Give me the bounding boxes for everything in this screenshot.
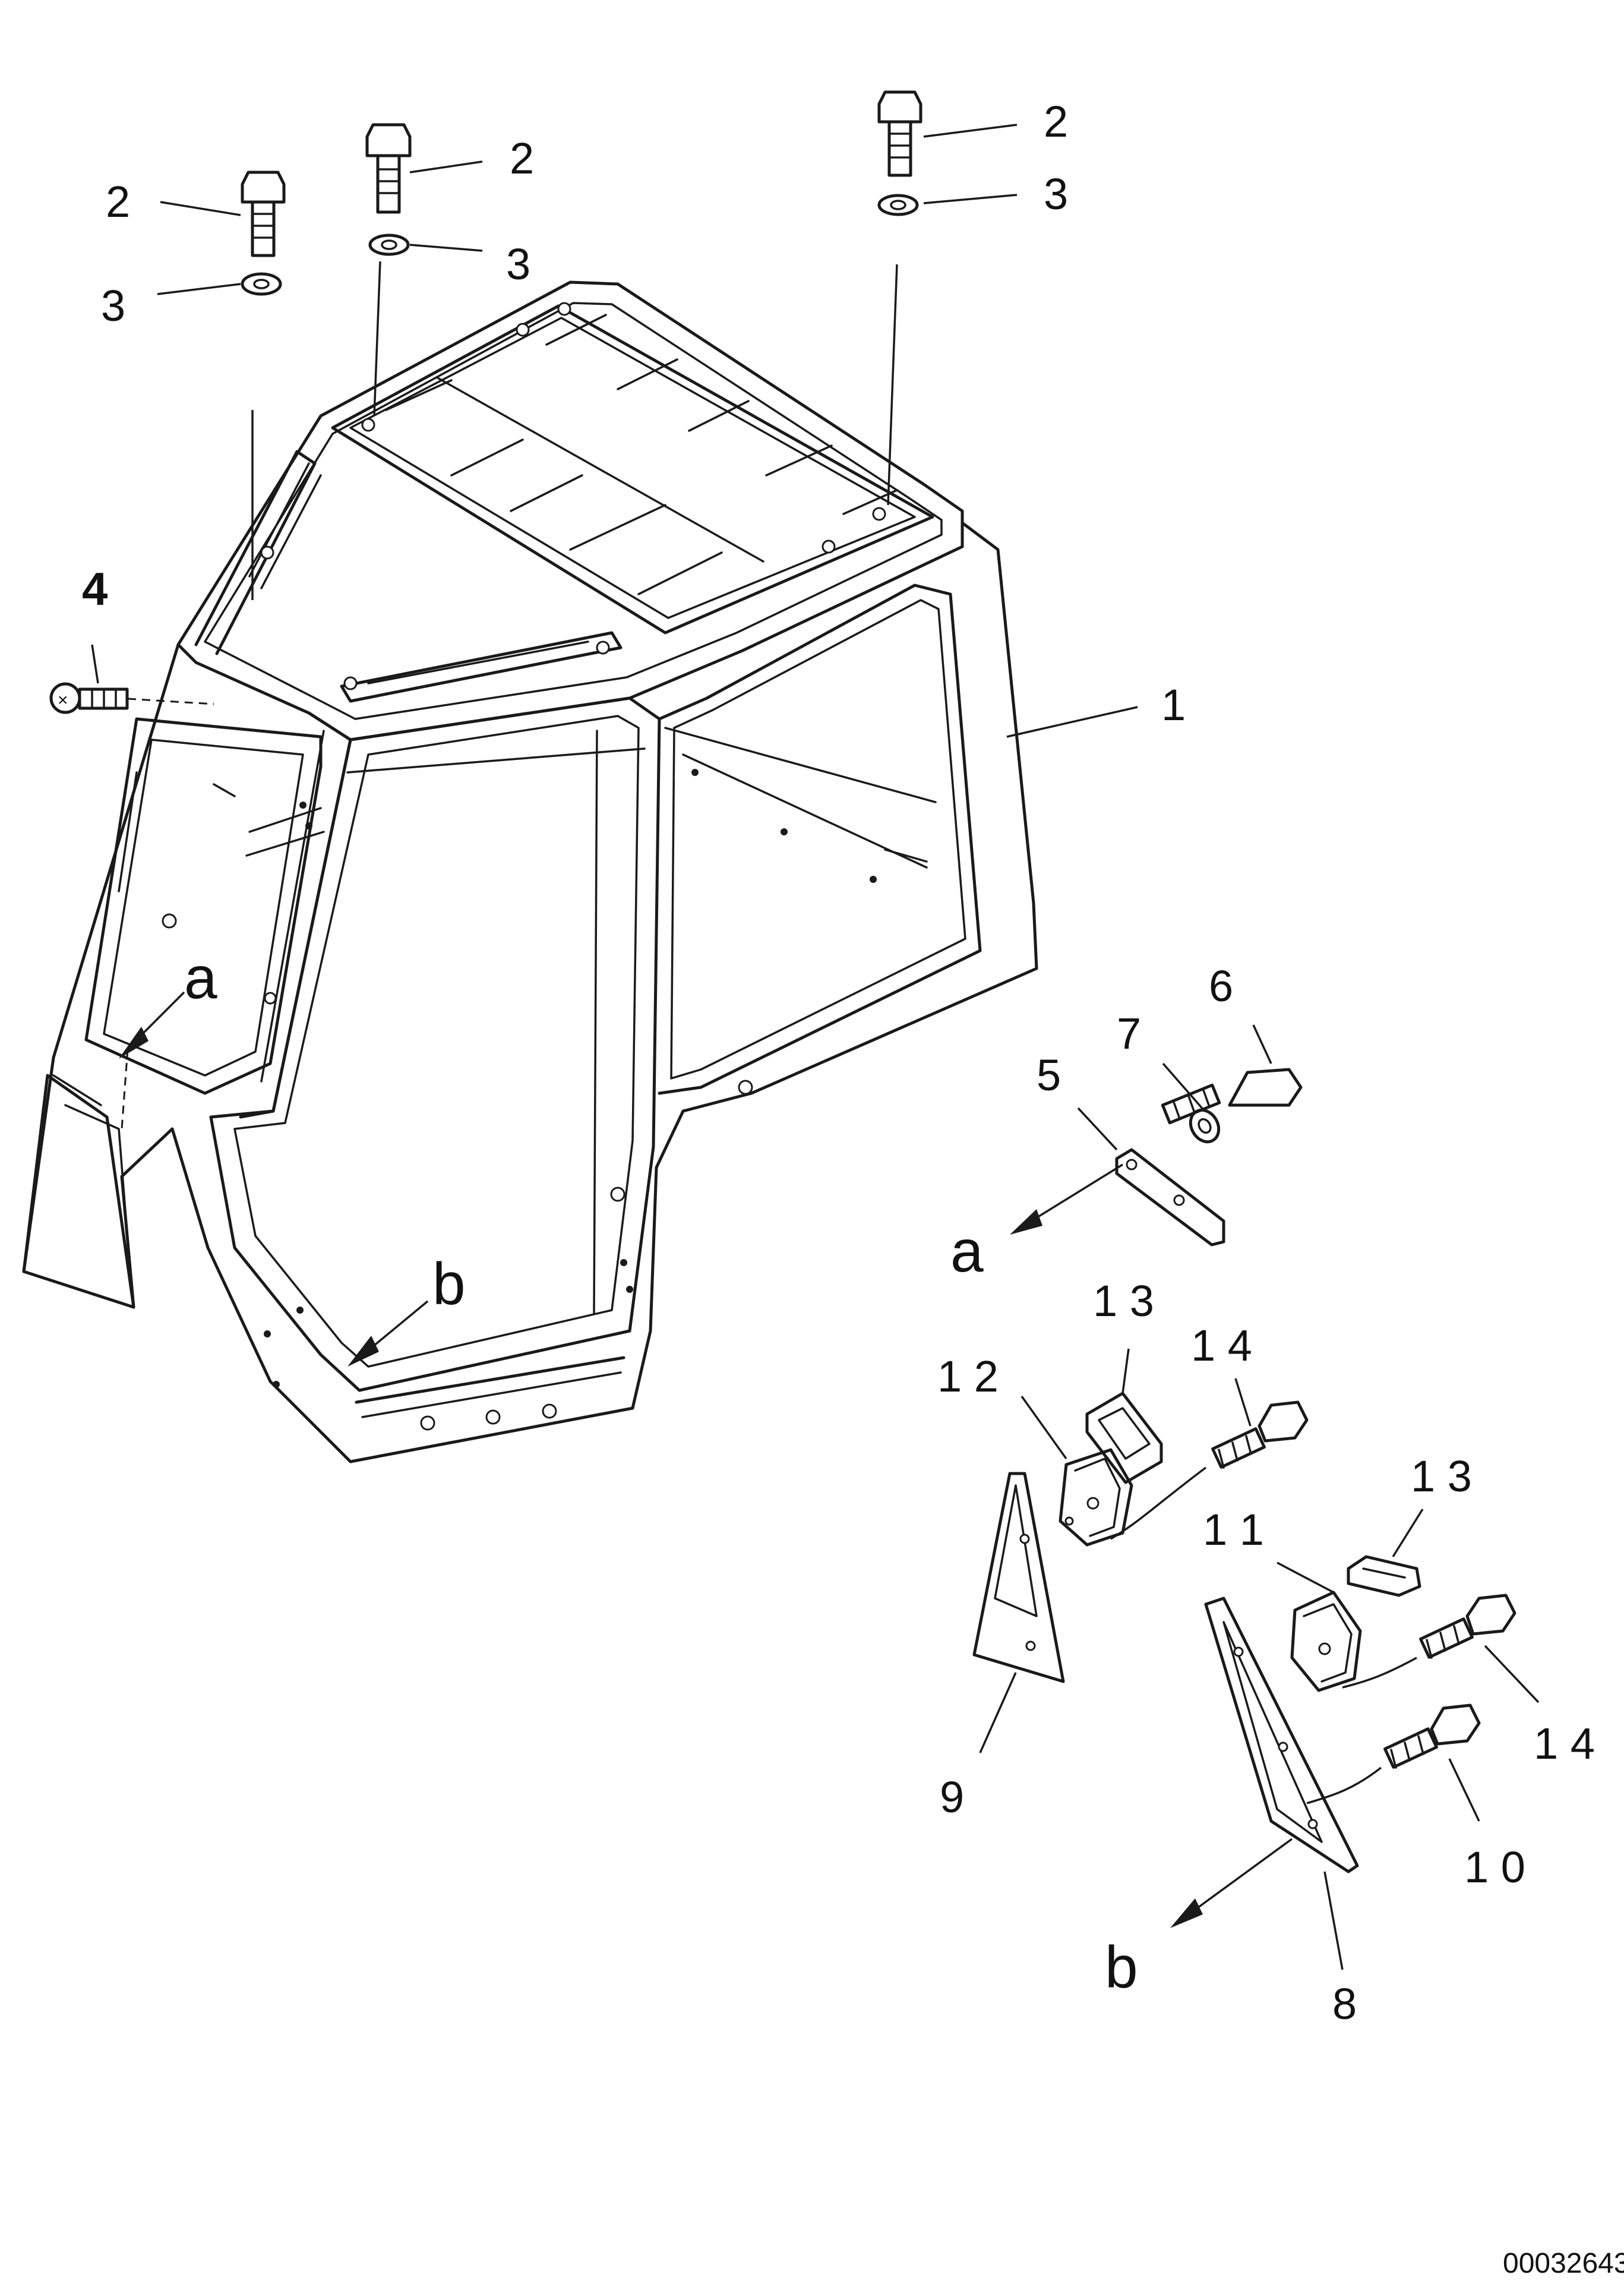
bolt-axis-line-middle xyxy=(373,261,381,417)
washer-3-right xyxy=(877,194,919,216)
bolt-14-lower-axis xyxy=(1342,1657,1417,1689)
view-label-b-frame: b xyxy=(432,1251,466,1317)
callout-10: 1 0 xyxy=(1464,1843,1525,1892)
callout-1: 1 xyxy=(1161,680,1186,730)
view-arrow-a-frame xyxy=(119,991,185,1130)
callout-3-left: 3 xyxy=(101,281,125,330)
view-arrow-b-frame xyxy=(347,1300,429,1367)
view-arrow-b-detail xyxy=(1170,1838,1293,1928)
cab-frame xyxy=(22,280,1038,1463)
callout-14-lower: 1 4 xyxy=(1534,1719,1595,1768)
washer-3-left xyxy=(241,272,282,296)
view-label-b-detail: b xyxy=(1105,1934,1138,2001)
bolt-2-middle xyxy=(365,123,412,214)
plate-5 xyxy=(1115,1148,1225,1247)
view-arrow-a-detail xyxy=(1010,1163,1123,1235)
bolt-6 xyxy=(1161,1068,1303,1125)
bolt-4: × xyxy=(49,682,129,714)
bolt-4-axis-line xyxy=(127,698,214,705)
cushion-13-upper xyxy=(1085,1392,1163,1484)
svg-text:×: × xyxy=(58,690,68,710)
bolt-2-right xyxy=(877,90,922,177)
washer-7 xyxy=(1189,1108,1221,1144)
callout-6: 6 xyxy=(1209,961,1233,1011)
callout-3-right: 3 xyxy=(1044,169,1068,219)
bracket-9 xyxy=(972,1472,1065,1683)
callout-7: 7 xyxy=(1117,1009,1141,1058)
callout-5: 5 xyxy=(1037,1050,1061,1100)
callout-14-upper: 1 4 xyxy=(1191,1321,1252,1370)
view-label-a-frame: a xyxy=(184,945,217,1011)
callout-13-upper: 1 3 xyxy=(1093,1276,1154,1326)
bolt-14-lower xyxy=(1419,1594,1516,1659)
bracket-8 xyxy=(1204,1597,1359,1873)
bolt-14-upper xyxy=(1211,1400,1309,1469)
callout-13-lower: 1 3 xyxy=(1411,1452,1472,1501)
bolt-14-upper-axis xyxy=(1110,1466,1207,1540)
callout-9: 9 xyxy=(940,1772,964,1822)
mount-12 xyxy=(1059,1448,1133,1547)
document-id: 00032643 xyxy=(1503,2248,1624,2279)
cushion-13-lower xyxy=(1347,1555,1421,1597)
callout-2-right: 2 xyxy=(1044,97,1068,146)
callout-2-middle: 2 xyxy=(510,134,534,183)
bolt-axis-line-right xyxy=(887,264,898,506)
mount-11 xyxy=(1290,1591,1362,1692)
bolt-2-left xyxy=(241,171,286,257)
callout-11: 1 1 xyxy=(1203,1505,1264,1554)
callout-4: 4 xyxy=(82,563,108,615)
bolt-10-axis xyxy=(1306,1766,1382,1804)
leader-lines xyxy=(91,124,1540,1970)
washer-3-middle xyxy=(368,234,410,256)
callout-8: 8 xyxy=(1332,1979,1357,2028)
callout-12: 1 2 xyxy=(937,1352,999,1401)
callout-3-middle: 3 xyxy=(506,239,530,289)
bolt-10 xyxy=(1383,1703,1481,1769)
view-label-a-detail: a xyxy=(950,1218,984,1285)
callout-2-left: 2 xyxy=(106,177,130,226)
